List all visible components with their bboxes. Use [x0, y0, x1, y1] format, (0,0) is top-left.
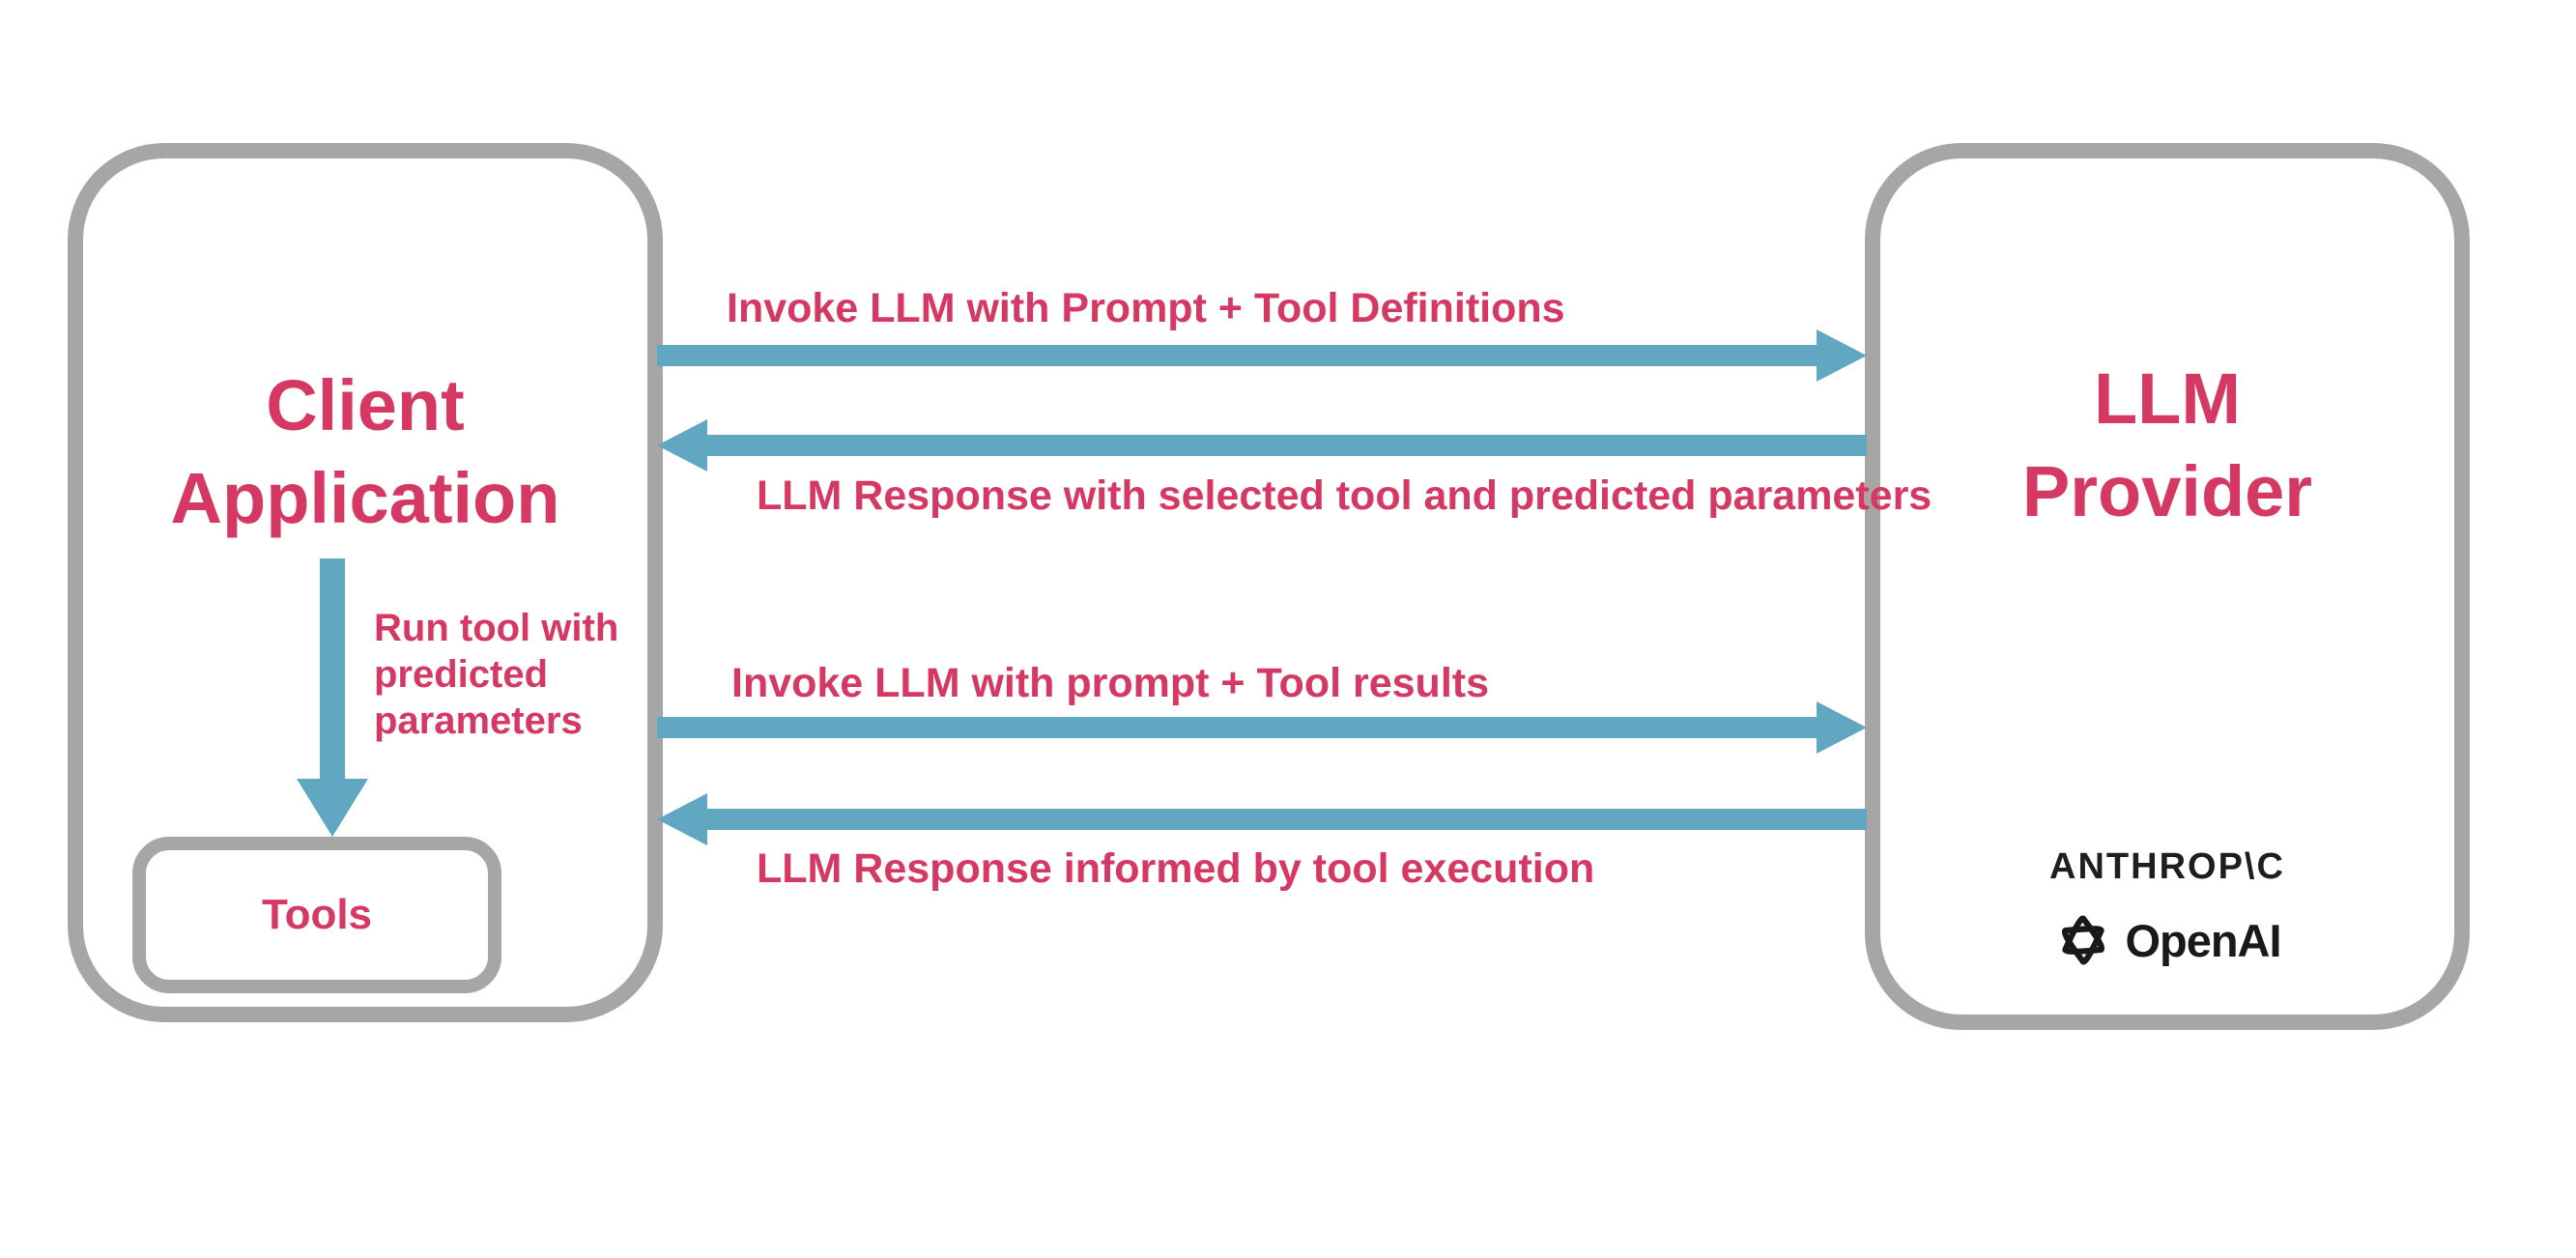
flow-label-2: LLM Response with selected tool and pred… [757, 472, 1932, 519]
client-title-line1: Client [266, 365, 465, 445]
arrow-head [1817, 329, 1867, 382]
flow-label-4: LLM Response informed by tool execution [757, 845, 1595, 892]
llm-provider-box: LLM Provider ANTHROP\C OpenAI [1865, 143, 2470, 1030]
flow-label-1: Invoke LLM with Prompt + Tool Definition… [727, 285, 1565, 331]
flow-arrow-2-left-icon [657, 419, 1867, 472]
arrow-head [657, 793, 707, 845]
client-title-line2: Application [170, 458, 560, 538]
flow-label-3: Invoke LLM with prompt + Tool results [731, 660, 1489, 706]
flow-arrow-1-right-icon [657, 329, 1867, 382]
provider-title-line2: Provider [2021, 451, 2313, 531]
llm-provider-title: LLM Provider [1880, 353, 2454, 538]
openai-wordmark: OpenAI [2125, 914, 2281, 966]
tools-box: Tools [132, 837, 501, 993]
provider-title-line1: LLM [2093, 358, 2242, 439]
tools-label: Tools [261, 891, 373, 938]
client-application-title: Client Application [83, 359, 647, 545]
arrow-shaft [320, 558, 345, 779]
run-tool-label: Run tool with predicted parameters [374, 607, 619, 742]
arrow-head [1817, 701, 1867, 754]
flow-arrow-4-left-icon [657, 793, 1867, 845]
arrow-shaft [657, 345, 1820, 366]
arrow-head [657, 419, 707, 472]
openai-logo-icon [2062, 915, 2105, 965]
arrow-shaft [657, 717, 1820, 738]
anthropic-logo: ANTHROP\C [2049, 846, 2285, 887]
flow-arrow-3-right-icon [657, 701, 1867, 754]
arrow-shaft [703, 435, 1867, 456]
arrow-shaft [703, 809, 1867, 830]
openai-logo: OpenAI [1880, 910, 2454, 970]
arrow-head [297, 779, 368, 837]
run-tool-arrow-icon [297, 558, 368, 837]
